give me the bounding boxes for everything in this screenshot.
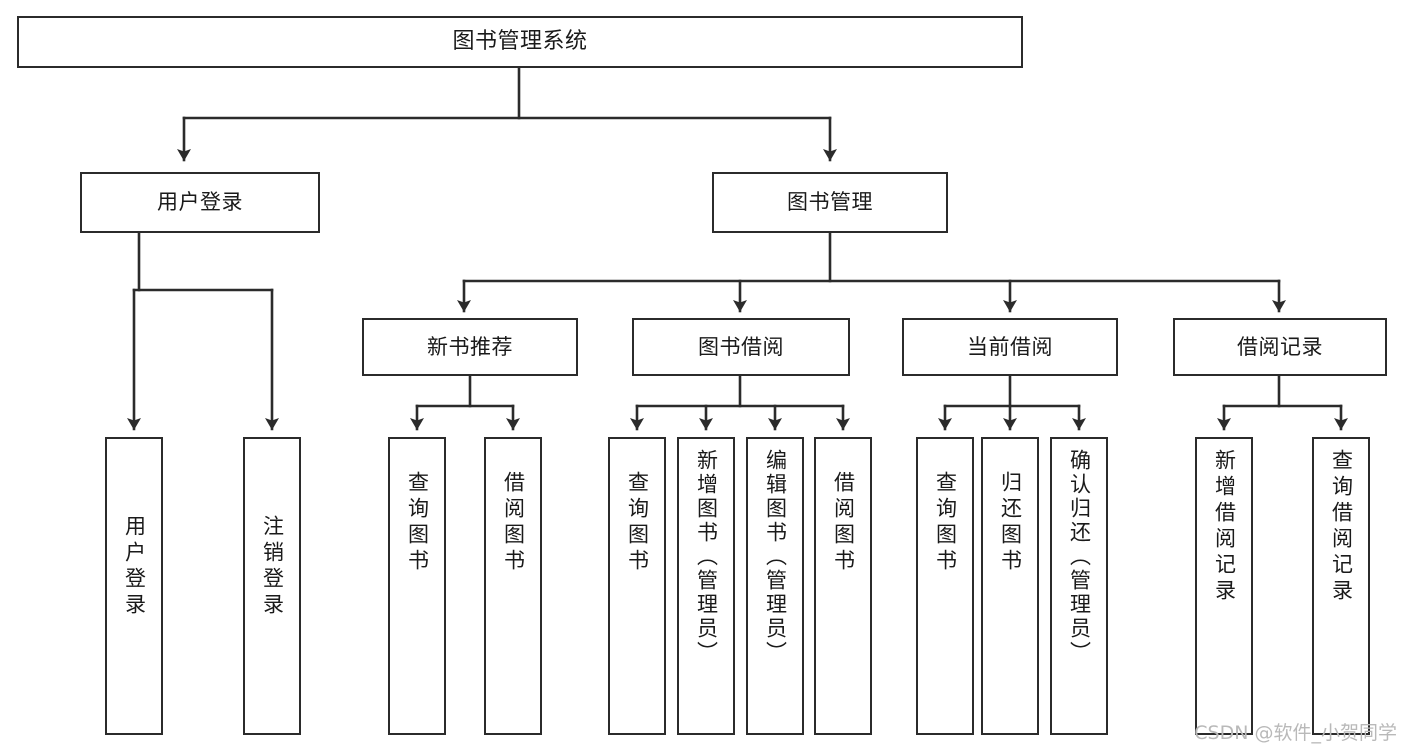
node-leaf-query-record[interactable]: 查询借阅记录 [1312,437,1370,735]
node-leaf-user-login[interactable]: 用户登录 [105,437,163,735]
node-label: 图书管理 [787,190,873,215]
node-leaf-edit-book[interactable]: 编辑图书（管理员） [746,437,804,735]
node-new-book-recommendation[interactable]: 新书推荐 [362,318,578,376]
node-label: 借阅图书 [501,471,526,575]
node-label: 编辑图书（管理员） [763,449,788,665]
node-label: 图书借阅 [698,334,784,359]
node-book-borrowing[interactable]: 图书借阅 [632,318,850,376]
node-label: 注销登录 [260,515,285,619]
node-label: 借阅记录 [1237,334,1323,359]
node-label: 确认归还（管理员） [1067,449,1092,665]
node-label: 新书推荐 [427,334,513,359]
node-leaf-confirm-return[interactable]: 确认归还（管理员） [1050,437,1108,735]
node-leaf-add-book[interactable]: 新增图书（管理员） [677,437,735,735]
node-label: 当前借阅 [967,334,1053,359]
node-leaf-borrow-book-1[interactable]: 借阅图书 [484,437,542,735]
node-label: 图书管理系统 [452,29,588,55]
node-label: 查询借阅记录 [1329,449,1354,605]
node-book-management-system[interactable]: 图书管理系统 [17,16,1023,68]
node-leaf-return-book[interactable]: 归还图书 [981,437,1039,735]
node-label: 查询图书 [625,471,650,575]
node-label: 用户登录 [157,190,243,215]
node-leaf-query-book-3[interactable]: 查询图书 [916,437,974,735]
node-label: 新增图书（管理员） [694,449,719,665]
node-book-management[interactable]: 图书管理 [712,172,948,233]
node-label: 用户登录 [122,515,147,619]
node-leaf-logout[interactable]: 注销登录 [243,437,301,735]
node-leaf-query-book-2[interactable]: 查询图书 [608,437,666,735]
node-leaf-add-record[interactable]: 新增借阅记录 [1195,437,1253,735]
node-user-login[interactable]: 用户登录 [80,172,320,233]
node-leaf-borrow-book-2[interactable]: 借阅图书 [814,437,872,735]
node-label: 新增借阅记录 [1212,449,1237,605]
node-label: 查询图书 [405,471,430,575]
node-current-borrowing[interactable]: 当前借阅 [902,318,1118,376]
node-leaf-query-book-1[interactable]: 查询图书 [388,437,446,735]
node-label: 归还图书 [998,471,1023,575]
node-label: 查询图书 [933,471,958,575]
node-borrowing-record[interactable]: 借阅记录 [1173,318,1387,376]
csdn-watermark: CSDN @软件_小贺同学 [1194,722,1397,744]
node-label: 借阅图书 [831,471,856,575]
